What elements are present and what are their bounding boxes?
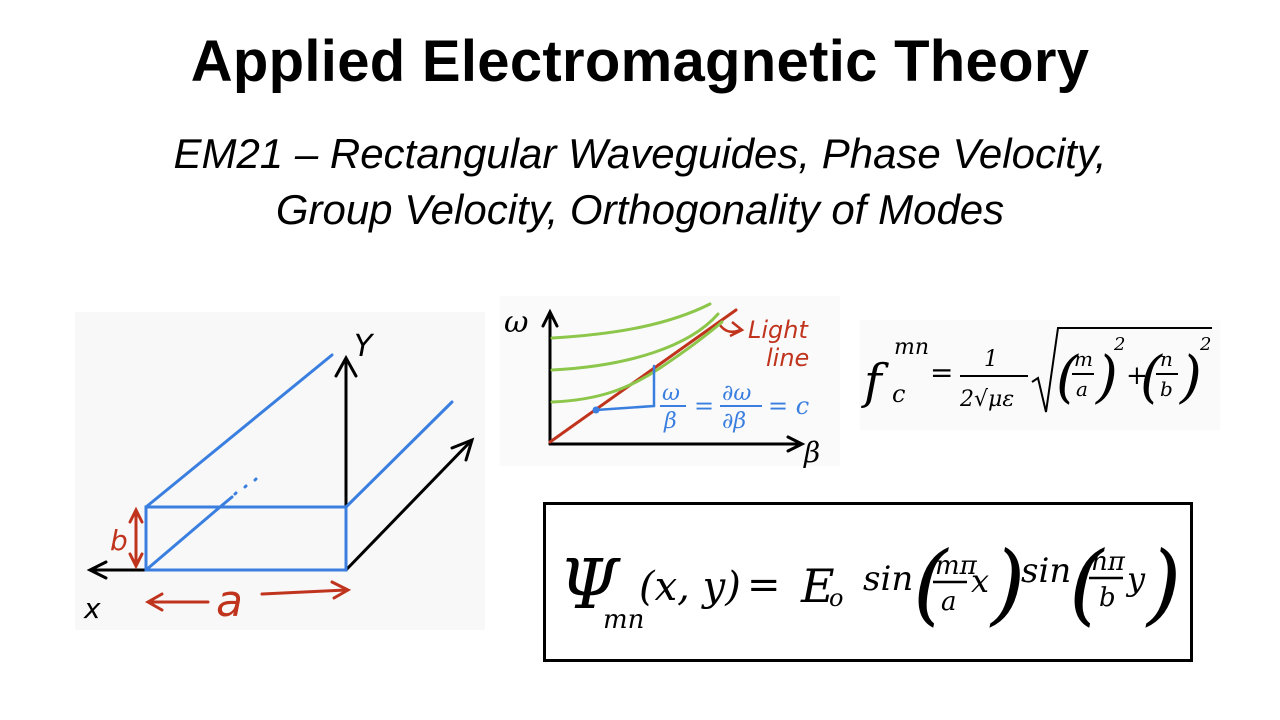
f-superscript: mn: [894, 335, 929, 360]
equals-c: = c: [768, 392, 809, 420]
mode-curves: [550, 302, 724, 404]
tangent-point: [592, 406, 600, 414]
x-axis-label: x: [83, 592, 101, 625]
psi-symbol: Ψ: [559, 546, 621, 625]
a-label: a: [1076, 377, 1088, 401]
frac2-denominator: b: [1099, 583, 1116, 613]
formula-equals: =: [930, 356, 953, 389]
sketch-background: [75, 312, 485, 630]
paren-open-1: (: [1056, 345, 1079, 410]
amplitude-subscript: o: [829, 584, 843, 612]
paren-open-sin-1: (: [913, 532, 949, 635]
equation-frame: [543, 502, 1193, 662]
dimension-a-label: a: [216, 576, 243, 627]
b-label: b: [1160, 377, 1173, 401]
square-root-sign: [1031, 327, 1212, 413]
beta-axis-label: β: [803, 436, 820, 469]
velocity-relation: ω β = ∂ω ∂β = c: [660, 381, 809, 434]
group-velocity-denominator: ∂β: [722, 409, 746, 434]
paren-open-sin-2: (: [1069, 532, 1105, 635]
dispersion-diagram: ω β Light line ω β = ∂ω ∂β = c: [500, 296, 840, 469]
light-line: [548, 308, 738, 444]
sin-2: sin: [1021, 551, 1071, 591]
sin-1: sin: [863, 559, 913, 599]
psi-subscript: mn: [603, 605, 644, 635]
square-2: 2: [1199, 334, 1211, 355]
equation-equals: =: [747, 562, 781, 608]
waveguide-outline: [144, 353, 454, 572]
paren-close-sin-1: ): [989, 532, 1025, 635]
psi-arguments: (x, y): [639, 564, 741, 610]
subtitle-line-1: EM21 – Rectangular Waveguides, Phase Vel…: [173, 130, 1107, 177]
group-velocity-numerator: ∂ω: [722, 381, 751, 406]
phase-velocity-denominator: β: [663, 409, 677, 434]
dimension-markers: [128, 506, 352, 612]
plus-sign: +: [1126, 361, 1148, 391]
phase-velocity-numerator: ω: [662, 381, 680, 406]
paren-open-2: (: [1140, 345, 1163, 410]
light-line-label-2: line: [766, 344, 809, 372]
page-title: Applied Electromagnetic Theory: [190, 29, 1090, 94]
square-1: 2: [1113, 334, 1125, 355]
frac1-numerator: mπ: [935, 551, 978, 581]
slope-bracket: [594, 364, 656, 412]
waveguide-sketch: Y x b a: [75, 312, 485, 630]
paren-close-1: ): [1095, 345, 1118, 410]
variable-x: x: [971, 562, 989, 600]
paren-close-sin-2: ): [1145, 532, 1181, 635]
formula-denominator: 2√με: [959, 387, 1014, 412]
formula-numerator: 1: [984, 347, 998, 372]
equals-sign-1: =: [694, 392, 714, 420]
m-label: m: [1074, 347, 1093, 371]
omega-axis-label: ω: [504, 305, 528, 340]
dimension-b-label: b: [110, 524, 128, 557]
amplitude-symbol: E: [800, 559, 835, 613]
light-line-arrowhead: [729, 321, 745, 338]
frac2-numerator: nπ: [1091, 547, 1126, 577]
y-axis-label: Y: [354, 329, 375, 364]
f-subscript: c: [892, 380, 905, 408]
mode-equation-box: Ψ mn (x, y) = E o sin ( mπ a x ) sin ( n…: [543, 502, 1193, 662]
page-subtitle: EM21 – Rectangular Waveguides, Phase Vel…: [0, 126, 1280, 238]
paren-close-2: ): [1179, 345, 1202, 410]
light-line-label-1: Light: [748, 316, 809, 344]
subtitle-line-2: Group Velocity, Orthogonality of Modes: [275, 186, 1005, 233]
variable-y: y: [1125, 560, 1146, 598]
cutoff-frequency-formula: f c mn = 1 2√με ( m a ) 2 + ( n b ) 2: [860, 320, 1220, 430]
n-label: n: [1160, 347, 1173, 371]
dispersion-axes: [541, 308, 806, 453]
frac1-denominator: a: [941, 587, 957, 617]
